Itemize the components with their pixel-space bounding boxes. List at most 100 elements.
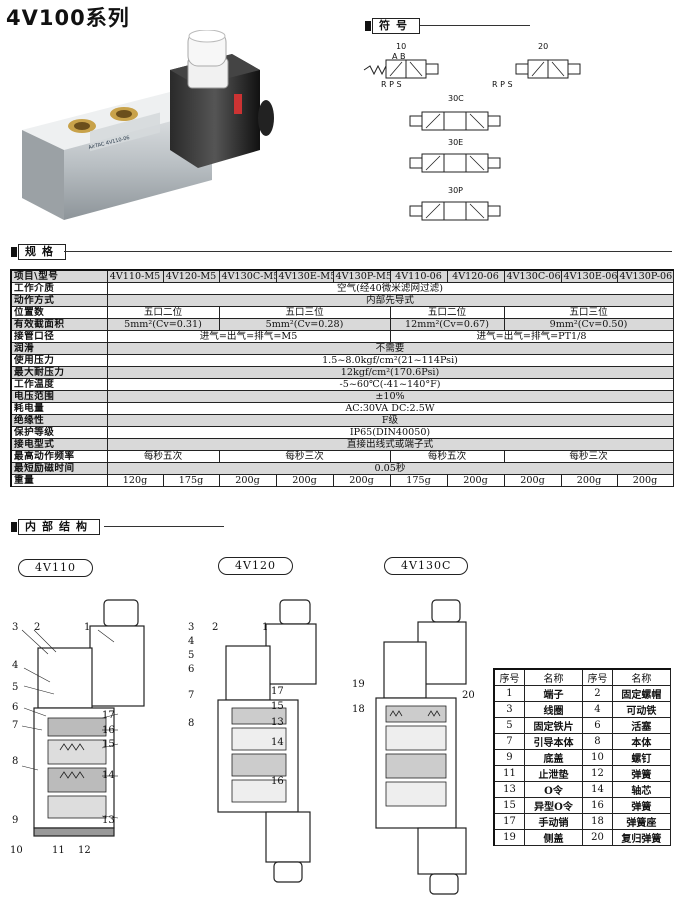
spec-label: 使用压力 — [10, 354, 108, 367]
spec-value: 空气(经40微米滤网过滤) — [106, 282, 674, 295]
spec-section-header: 规格 — [11, 244, 66, 260]
model-cell: 4V120-M5 — [162, 269, 220, 283]
callout-8: 8 — [188, 718, 195, 729]
model-cell: 4V130P-06 — [616, 269, 674, 283]
callout-4: 4 — [12, 660, 19, 671]
spec-value: 9mm²(Cv=0.50) — [503, 318, 674, 331]
callout-7: 7 — [12, 720, 19, 731]
spec-row-wiring: 接电型式 直接出线式或端子式 — [10, 438, 674, 451]
part-no: 20 — [582, 829, 613, 846]
weight-cell: 200g — [560, 474, 618, 487]
spec-label: 动作方式 — [10, 294, 108, 307]
spec-row-model: 项目\型号 4V110-M5 4V120-M5 4V130C-M5 4V130E… — [10, 269, 674, 283]
model-cell: 4V130E-M5 — [275, 269, 334, 283]
part-name: 引导本体 — [523, 733, 584, 750]
weight-cell: 200g — [275, 474, 334, 487]
part-no: 11 — [492, 765, 525, 782]
part-name: 弹簧座 — [611, 813, 672, 830]
spec-label: 最高动作频率 — [10, 450, 108, 463]
spec-value: 5mm²(Cv=0.31) — [106, 318, 220, 331]
symbol-ports-bottom: R P S — [381, 80, 402, 89]
part-no: 13 — [492, 781, 525, 798]
spec-label: 重量 — [10, 474, 108, 487]
cross-section-4v120 — [217, 599, 317, 883]
spec-value: 每秒五次 — [106, 450, 220, 463]
spec-row-protection: 保护等级 IP65(DIN40050) — [10, 426, 674, 439]
callout-19: 19 — [352, 679, 365, 690]
symbol-label-30p: 30P — [448, 186, 464, 195]
callout-3: 3 — [188, 622, 195, 633]
spec-value: 不需要 — [106, 342, 674, 355]
symbol-section-header: 符号 — [365, 18, 420, 34]
part-name: 可动铁 — [611, 701, 672, 718]
weight-cell: 200g — [332, 474, 391, 487]
spec-value: 进气=出气=排气=PT1/8 — [389, 330, 674, 343]
callout-16: 16 — [102, 725, 115, 736]
spec-value: 12kgf/cm²(170.6Psi) — [106, 366, 674, 379]
spec-row-pressure: 使用压力 1.5~8.0kgf/cm²(21~114Psi) — [10, 354, 674, 367]
symbol-ports-top: A B — [392, 52, 406, 61]
callout-6: 6 — [188, 664, 195, 675]
spec-label: 接电型式 — [10, 438, 108, 451]
callout-7: 7 — [188, 690, 195, 701]
part-name: 复归弹簧 — [611, 829, 672, 846]
spec-value: F级 — [106, 414, 674, 427]
spec-row-temp: 工作温度 -5~60℃(-41~140°F) — [10, 378, 674, 391]
spec-value: 每秒三次 — [503, 450, 674, 463]
spec-row-position: 位置数 五口二位 五口三位 五口二位 五口三位 — [10, 306, 674, 319]
spec-value: 1.5~8.0kgf/cm²(21~114Psi) — [106, 354, 674, 367]
weight-cell: 200g — [616, 474, 674, 487]
model-label-4v120: 4V120 — [218, 557, 293, 575]
spec-value: 5mm²(Cv=0.28) — [218, 318, 391, 331]
callout-16: 16 — [271, 776, 284, 787]
model-label-4v130c: 4V130C — [384, 557, 469, 575]
part-no: 8 — [582, 733, 613, 750]
symbol-label-20: 20 — [538, 42, 549, 51]
callout-15: 15 — [271, 701, 284, 712]
part-name: 异型O令 — [523, 797, 584, 814]
weight-cell: 120g — [106, 474, 164, 487]
pneumatic-symbol-diagrams — [363, 59, 581, 221]
part-no: 4 — [582, 701, 613, 718]
model-cell: 4V130P-M5 — [332, 269, 391, 283]
part-no: 2 — [582, 685, 613, 702]
part-no: 18 — [582, 813, 613, 830]
valve-product-image — [22, 30, 274, 220]
callout-10: 10 — [10, 845, 23, 856]
callout-1: 1 — [262, 622, 269, 633]
spec-label: 工作温度 — [10, 378, 108, 391]
callout-5: 5 — [188, 650, 195, 661]
callout-17: 17 — [271, 686, 284, 697]
spec-row-lube: 润滑 不需要 — [10, 342, 674, 355]
spec-row-excitation: 最短励磁时间 0.05秒 — [10, 462, 674, 475]
part-name: 螺钉 — [611, 749, 672, 766]
spec-row-medium: 工作介质 空气(经40微米滤网过滤) — [10, 282, 674, 295]
parts-header-cell: 序号 — [582, 668, 613, 686]
spec-value: -5~60℃(-41~140°F) — [106, 378, 674, 391]
model-cell: 4V130E-06 — [560, 269, 618, 283]
part-no: 12 — [582, 765, 613, 782]
part-no: 19 — [492, 829, 525, 846]
spec-value: AC:30VA DC:2.5W — [106, 402, 674, 415]
spec-value: 五口三位 — [218, 306, 391, 319]
spec-row-voltage: 电压范围 ±10% — [10, 390, 674, 403]
spec-value: 每秒五次 — [389, 450, 505, 463]
spec-row-mode: 动作方式 内部先导式 — [10, 294, 674, 307]
spec-label: 润滑 — [10, 342, 108, 355]
part-name: 本体 — [611, 733, 672, 750]
part-name: 弹簧 — [611, 797, 672, 814]
callout-8: 8 — [12, 756, 19, 767]
callout-15: 15 — [102, 739, 115, 750]
spec-value: 五口二位 — [389, 306, 505, 319]
model-cell: 4V130C-06 — [503, 269, 562, 283]
callout-6: 6 — [12, 702, 19, 713]
model-cell: 4V120-06 — [446, 269, 505, 283]
part-name: 底盖 — [523, 749, 584, 766]
spec-label: 最短励磁时间 — [10, 462, 108, 475]
callout-13: 13 — [271, 717, 284, 728]
internal-section-header: 内部结构 — [11, 519, 100, 535]
